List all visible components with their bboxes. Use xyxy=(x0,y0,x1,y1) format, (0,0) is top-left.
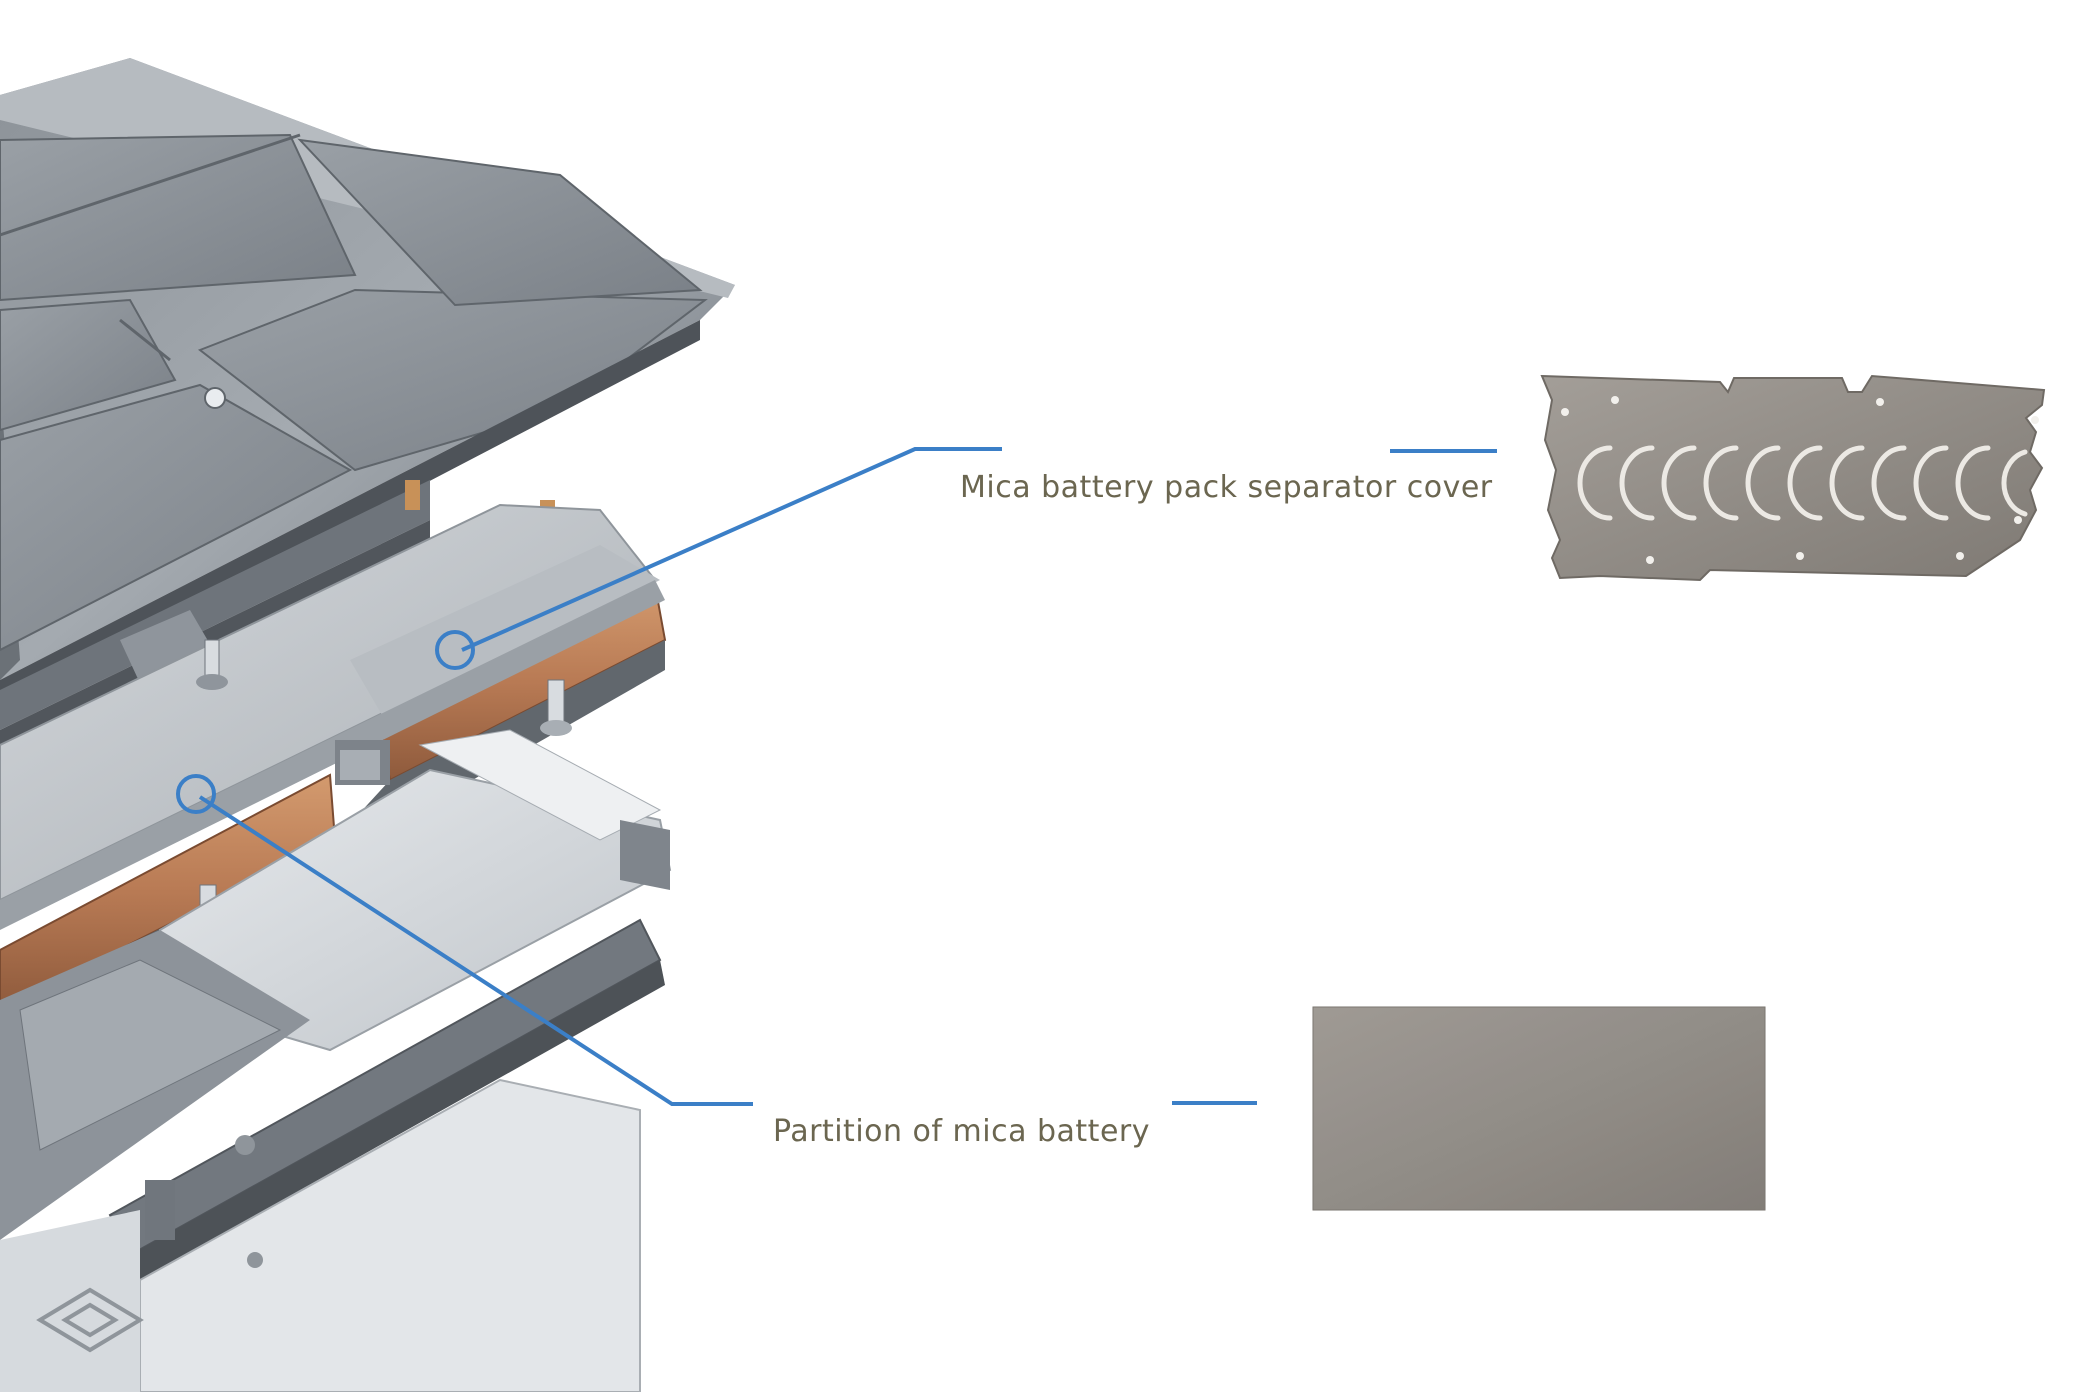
mica-partition-product-image xyxy=(1312,1006,1766,1211)
callout-partition xyxy=(176,774,1257,1106)
arc-slot-pattern xyxy=(1577,445,2028,521)
battery-pack-lid xyxy=(0,58,735,705)
callout-partition-leader-line xyxy=(198,795,753,1106)
callout-partition-label: Partition of mica battery xyxy=(773,1114,1150,1149)
mount-bolt xyxy=(196,639,228,690)
ring-marker-icon xyxy=(176,774,216,814)
mount-bolt xyxy=(540,679,572,736)
callout-cover-leader-line xyxy=(461,447,1002,652)
separator-cover-product-image xyxy=(1540,374,2046,582)
ring-marker-icon xyxy=(435,630,475,670)
mounting-holes xyxy=(1561,396,2039,564)
callout-cover-label: Mica battery pack separator cover xyxy=(960,470,1493,505)
lower-battery-tray xyxy=(0,729,672,1392)
callout-cover xyxy=(435,447,1497,670)
copper-tab xyxy=(405,480,420,510)
lid-vent-hole xyxy=(204,387,226,409)
